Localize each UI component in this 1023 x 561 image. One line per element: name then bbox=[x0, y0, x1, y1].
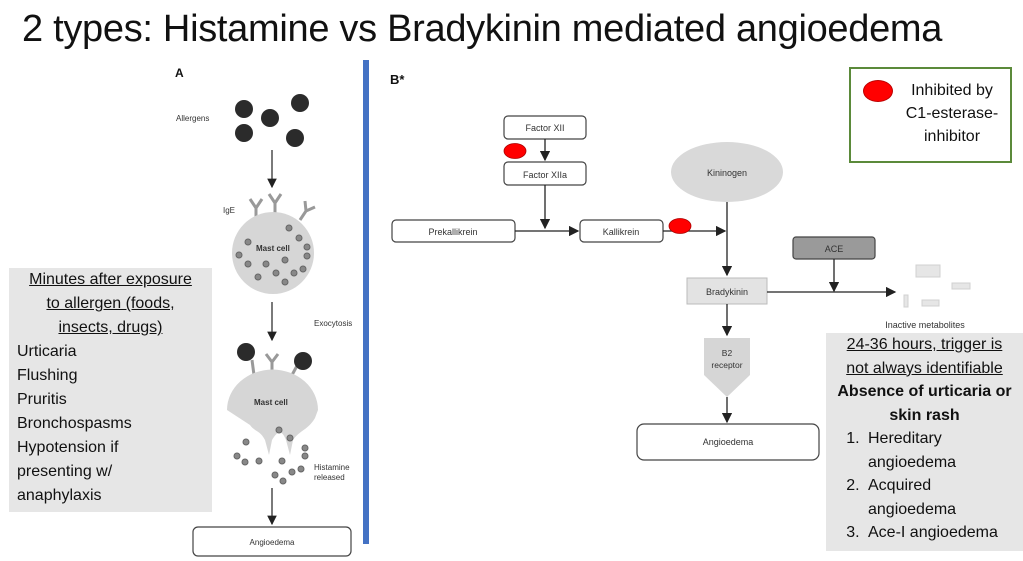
angioedema-label-a: Angioedema bbox=[250, 538, 295, 547]
bound-allergen bbox=[237, 343, 255, 361]
histamine-header-line: insects, drugs) bbox=[58, 319, 163, 336]
angioedema-node-a bbox=[192, 526, 352, 557]
kininogen-node bbox=[671, 142, 783, 202]
symptom-item: Pruritis bbox=[17, 391, 67, 408]
exocytosis-label: Exocytosis bbox=[314, 319, 352, 328]
histamine-header-line: to allergen (foods, bbox=[46, 295, 175, 312]
legend-line: C1-esterase- bbox=[905, 105, 999, 122]
histamine-label-1: Histamine bbox=[314, 463, 350, 472]
panel-divider bbox=[363, 60, 369, 544]
panel-a-label: A bbox=[175, 66, 184, 80]
symptom-item: presenting w/ bbox=[17, 463, 113, 480]
angioedema-types-list: Hereditary angioedema Acquired angioedem… bbox=[826, 427, 1023, 545]
bound-allergen bbox=[294, 352, 312, 370]
list-item: Acquired angioedema bbox=[864, 474, 1023, 521]
legend-line: Inhibited by bbox=[911, 82, 993, 99]
metabolite-fragments bbox=[903, 264, 971, 308]
mast-cell-2-label: Mast cell bbox=[254, 398, 288, 407]
inhibitor-legend: Inhibited by C1-esterase- inhibitor bbox=[849, 67, 1012, 163]
ace-label: ACE bbox=[825, 244, 844, 254]
histamine-label-2: released bbox=[314, 473, 345, 482]
mast-cell bbox=[232, 212, 314, 294]
bradykinin-header-line: 24-36 hours, trigger is bbox=[846, 336, 1003, 353]
inhibitor-legend-marker bbox=[863, 80, 893, 102]
inhibitor-marker bbox=[668, 218, 692, 234]
histamine-summary-box: Minutes after exposure to allergen (food… bbox=[9, 268, 212, 512]
mast-cell-label: Mast cell bbox=[256, 244, 290, 253]
bradykinin-summary-box: 24-36 hours, trigger is not always ident… bbox=[826, 333, 1023, 551]
kallikrein-label: Kallikrein bbox=[603, 227, 640, 237]
inhibitor-legend-text: Inhibited by C1-esterase- inhibitor bbox=[893, 79, 1011, 148]
slide-title: 2 types: Histamine vs Bradykinin mediate… bbox=[22, 8, 943, 50]
symptom-item: Bronchospasms bbox=[17, 415, 132, 432]
inhibitor-marker bbox=[503, 143, 527, 159]
degranulating-mast-cell bbox=[227, 369, 318, 455]
symptom-item: anaphylaxis bbox=[17, 487, 102, 504]
bradykinin-label: Bradykinin bbox=[706, 287, 748, 297]
symptom-item: Urticaria bbox=[17, 343, 77, 360]
bradykinin-header-line: not always identifiable bbox=[846, 359, 1003, 377]
legend-line: inhibitor bbox=[923, 128, 981, 145]
inactive-metabolites-label: Inactive metabolites bbox=[885, 320, 965, 330]
granules bbox=[235, 224, 311, 286]
b2-label-1: B2 bbox=[722, 348, 733, 358]
prekallikrein-label: Prekallikrein bbox=[428, 227, 477, 237]
list-item: Hereditary angioedema bbox=[864, 427, 1023, 474]
kininogen-label: Kininogen bbox=[707, 168, 747, 178]
factor-xiia-label: Factor XIIa bbox=[523, 170, 567, 180]
allergen-particles bbox=[235, 94, 309, 147]
histamine-header-line: Minutes after exposure bbox=[29, 271, 192, 288]
symptom-item: Flushing bbox=[17, 367, 78, 384]
released-histamine bbox=[233, 426, 309, 485]
b2-label-2: receptor bbox=[711, 360, 742, 370]
ige-label: IgE bbox=[223, 206, 235, 215]
panel-b-label: B* bbox=[390, 72, 405, 87]
bradykinin-bold-line: skin rash bbox=[889, 406, 960, 424]
allergens-label: Allergens bbox=[176, 114, 209, 123]
angioedema-node-b bbox=[636, 423, 820, 461]
factor-xii-label: Factor XII bbox=[525, 123, 564, 133]
symptom-item: Hypotension if bbox=[17, 439, 119, 456]
angioedema-label-b: Angioedema bbox=[703, 437, 754, 447]
list-item: Ace-I angioedema bbox=[864, 521, 1023, 545]
bradykinin-node bbox=[686, 277, 768, 305]
bradykinin-bold-line: Absence of urticaria or bbox=[837, 383, 1012, 400]
b2-receptor-node bbox=[704, 338, 750, 397]
